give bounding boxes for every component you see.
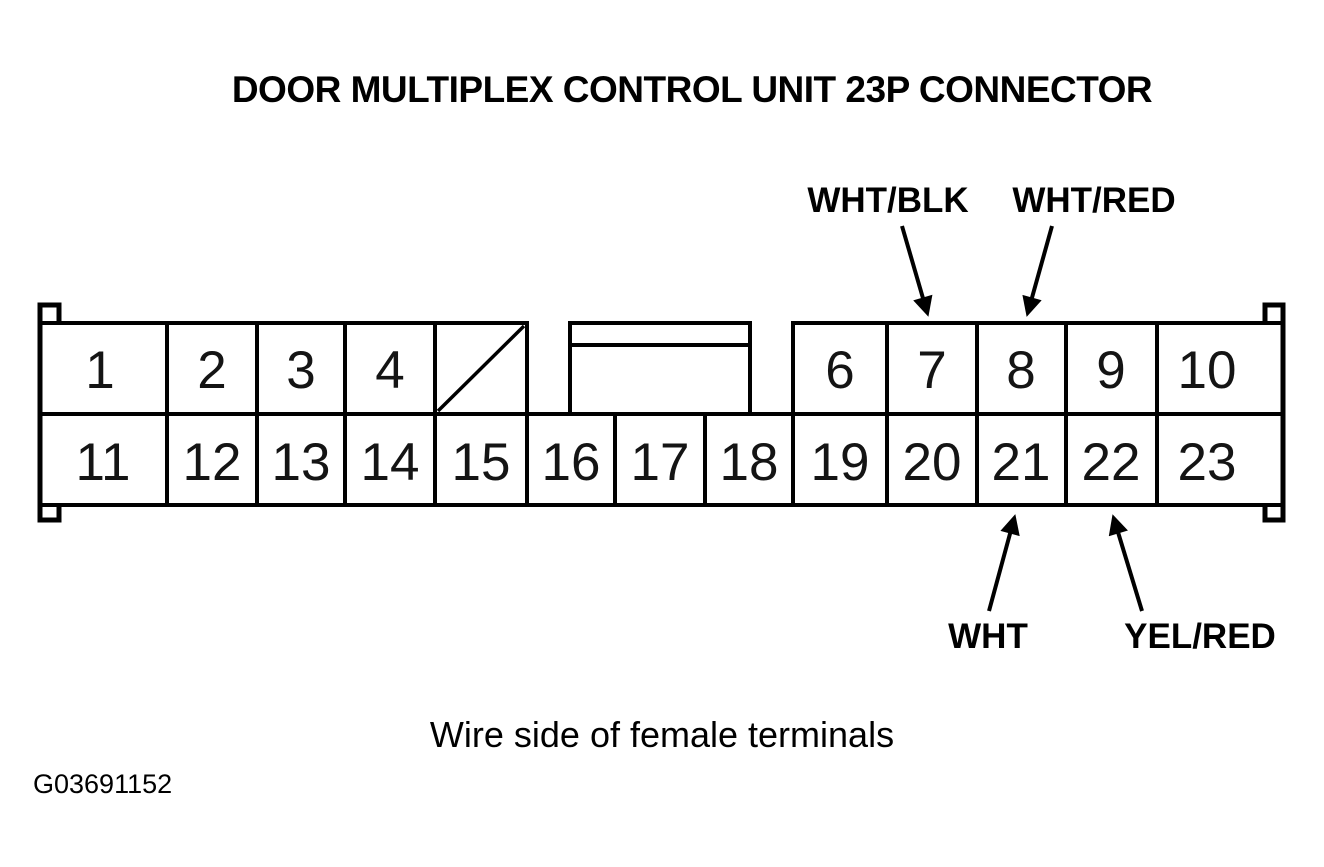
pin-cell-17: [613, 412, 707, 507]
pin-label-8: 8: [1006, 341, 1035, 400]
connector-body: 1 2 3 4 6 7 8 9 10 11 12 13 14 15 16 17 …: [37, 302, 1286, 523]
pin-cell-9: [1064, 321, 1159, 416]
pin-row-bottom: [38, 412, 1285, 507]
pin-label-4: 4: [375, 341, 404, 400]
pin-label-7: 7: [917, 341, 946, 400]
left-end-cap: [37, 302, 62, 523]
pin-cell-12: [165, 412, 259, 507]
pin-row-top: [38, 321, 1285, 416]
pin-label-12: 12: [183, 433, 242, 492]
pin-label-16: 16: [542, 433, 601, 492]
pin-cell-11: [38, 412, 169, 507]
pin-cell-15: [433, 412, 529, 507]
arrow-wht-blk-to-pin-7-icon: [900, 225, 933, 317]
wire-label-wht-blk: WHT/BLK: [807, 181, 968, 220]
pin-label-20: 20: [903, 433, 962, 492]
pin-cell-23: [1155, 412, 1285, 507]
pin-label-13: 13: [272, 433, 331, 492]
pin-label-2: 2: [197, 341, 226, 400]
latch-tab-body: [568, 321, 752, 416]
arrow-wht-to-pin-21-icon: [987, 514, 1020, 612]
diagram-caption: Wire side of female terminals: [430, 714, 894, 755]
pin-label-9: 9: [1096, 341, 1125, 400]
pin-labels-bottom: 11 12 13 14 15 16 17 18 19 20 21 22 23: [75, 433, 1236, 492]
arrow-yel-red-to-pin-22-icon: [1108, 514, 1144, 612]
diagram-title: DOOR MULTIPLEX CONTROL UNIT 23P CONNECTO…: [232, 69, 1152, 110]
bottom-wire-callouts: WHT YEL/RED: [948, 514, 1276, 656]
pin-cell-10: [1155, 321, 1285, 416]
latch-tab: [568, 321, 752, 416]
pin-label-6: 6: [825, 341, 854, 400]
wire-label-wht: WHT: [948, 617, 1028, 656]
pin-label-18: 18: [720, 433, 779, 492]
pin-labels-top: 1 2 3 4 6 7 8 9 10: [85, 341, 1236, 400]
pin-label-1: 1: [85, 341, 114, 400]
pin-label-15: 15: [452, 433, 511, 492]
pin-cell-22: [1064, 412, 1159, 507]
top-wire-callouts: WHT/BLK WHT/RED: [807, 181, 1176, 317]
arrow-wht-red-to-pin-8-icon: [1022, 225, 1054, 317]
pin-label-14: 14: [361, 433, 420, 492]
blocked-cavity-slash-icon: [436, 324, 526, 413]
pin-cell-14: [343, 412, 437, 507]
figure-id: G03691152: [33, 769, 172, 799]
pin-label-22: 22: [1082, 433, 1141, 492]
pin-cell-20: [885, 412, 979, 507]
pin-label-19: 19: [811, 433, 870, 492]
wire-label-wht-red: WHT/RED: [1012, 181, 1175, 220]
right-end-cap: [1262, 302, 1286, 523]
pin-label-3: 3: [286, 341, 315, 400]
pin-label-10: 10: [1178, 341, 1237, 400]
pin-label-11: 11: [75, 433, 130, 492]
pin-label-21: 21: [992, 433, 1051, 492]
pin-label-23: 23: [1178, 433, 1237, 492]
wire-label-yel-red: YEL/RED: [1124, 617, 1276, 656]
pin-label-17: 17: [631, 433, 690, 492]
pin-cell-16: [525, 412, 617, 507]
